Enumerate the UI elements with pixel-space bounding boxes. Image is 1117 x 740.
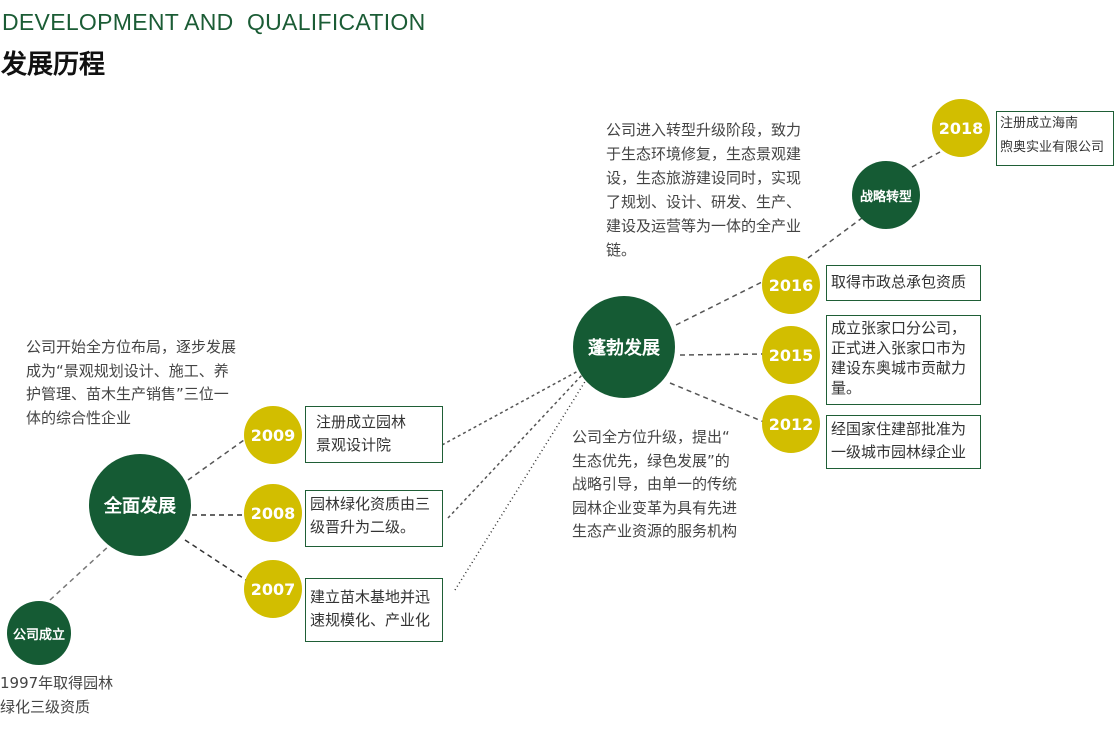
milestone-box-2015: 成立张家口分公司， 正式进入张家口市为 建设东奥城市贡献力 量。 (826, 315, 981, 405)
milestone-box-2012: 经国家住建部批准为 一级城市园林绿企业 (826, 415, 981, 469)
milestone-box-2018: 注册成立海南 煦奥实业有限公司 (996, 111, 1114, 166)
strategic-description: 公司进入转型升级阶段，致力 于生态环境修复，生态景观建 设，生态旅游建设同时，实… (606, 118, 801, 262)
text-line: 注册成立海南 (1000, 116, 1079, 131)
year-badge-2009: 2009 (244, 406, 302, 464)
text-line: 1997年取得园林 (0, 674, 114, 692)
text-line: 一级城市园林绿企业 (831, 443, 967, 461)
text-line: 公司全方位升级，提出“ (572, 428, 730, 446)
connector (187, 439, 245, 481)
text-line: 公司开始全方位布局，逐步发展 (26, 338, 237, 356)
text-line: 成为“景观规划设计、施工、养 (26, 361, 229, 380)
milestone-box-2007: 建立苗木基地并迅 速规模化、产业化 (305, 578, 443, 642)
stage-comprehensive: 全面发展 (89, 454, 191, 556)
text-line: 景观设计院 (316, 436, 392, 454)
stage-booming: 蓬勃发展 (573, 296, 675, 398)
connector (675, 281, 763, 326)
connector (454, 379, 587, 591)
connector (807, 217, 863, 259)
year-badge-2016: 2016 (762, 256, 820, 314)
milestone-box-2009: 注册成立园林 景观设计院 (305, 406, 443, 463)
milestone-box-2016: 取得市政总承包资质 (826, 265, 981, 301)
text-line: 级晋升为二级。 (310, 518, 416, 536)
year-badge-2008: 2008 (244, 484, 302, 542)
page-title: 发展历程 (1, 50, 106, 80)
year-badge-2007: 2007 (244, 560, 302, 618)
connector (447, 374, 583, 519)
year-badge-2018: 2018 (932, 99, 990, 157)
text-line: 护管理、苗木生产销售”三位一 (26, 385, 229, 403)
booming-description: 公司全方位升级，提出“ 生态优先，绿色发展”的 战略引导，由单一的传统 园林企业… (572, 426, 737, 544)
text-line: 生态产业资源的服务机构 (572, 522, 738, 540)
text-line: 园林绿化资质由三 (310, 495, 431, 513)
english-title: DEVELOPMENT AND QUALIFICATION (2, 9, 426, 35)
founded-note: 1997年取得园林 绿化三级资质 (0, 672, 113, 719)
connector (49, 544, 111, 601)
text-line: 战略引导，由单一的传统 (572, 475, 738, 493)
connector (669, 382, 765, 423)
stage-founded: 公司成立 (7, 601, 71, 665)
text-line: 取得市政总承包资质 (831, 273, 967, 291)
text-line: 正式进入张家口市为 (831, 339, 967, 357)
text-line: 于生态环境修复，生态景观建 (606, 145, 802, 163)
connector (911, 151, 941, 168)
text-line: 公司进入转型升级阶段，致力 (606, 121, 802, 139)
text-line: 煦奥实业有限公司 (1000, 140, 1105, 155)
text-line: 量。 (831, 379, 862, 397)
text-line: 了规划、设计、研发、生产、 (606, 193, 802, 211)
milestone-box-2008: 园林绿化资质由三 级晋升为二级。 (305, 490, 443, 547)
text-line: 生态优先，绿色发展”的 (572, 451, 730, 470)
text-line: 链。 (606, 241, 637, 259)
text-line: 建设东奥城市贡献力 (831, 359, 967, 377)
text-line: 成立张家口分公司， (831, 319, 967, 337)
text-line: 注册成立园林 (316, 413, 407, 431)
text-line: 园林企业变革为具有先进 (572, 498, 738, 517)
text-line: 体的综合性企业 (26, 408, 132, 427)
connector (441, 369, 581, 446)
connector (679, 353, 765, 356)
year-badge-2012: 2012 (762, 395, 820, 453)
connector (184, 539, 247, 581)
text-line: 经国家住建部批准为 (831, 420, 967, 438)
text-line: 绿化三级资质 (0, 697, 91, 716)
stage-strategic: 战略转型 (852, 161, 920, 229)
year-badge-2015: 2015 (762, 326, 820, 384)
comprehensive-description: 公司开始全方位布局，逐步发展 成为“景观规划设计、施工、养 护管理、苗木生产销售… (26, 336, 236, 430)
text-line: 速规模化、产业化 (310, 611, 431, 629)
text-line: 设，生态旅游建设同时，实现 (606, 169, 802, 187)
text-line: 建设及运营等为一体的全产业 (606, 217, 802, 235)
text-line: 建立苗木基地并迅 (310, 588, 431, 606)
